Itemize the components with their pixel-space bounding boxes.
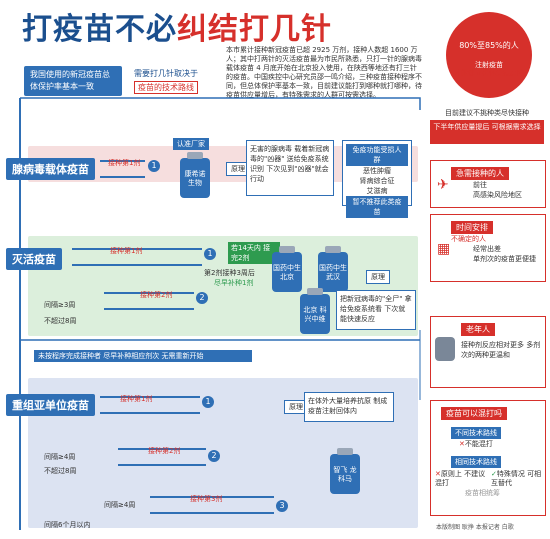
time-sub: 不确定的人	[451, 235, 486, 243]
percent-sub: 注射疫苗	[475, 61, 503, 69]
vial-sinopharm-wuhan: 国药中生 武汉	[318, 246, 348, 292]
dose-3-marker-recombinant: 3	[276, 500, 288, 512]
recombinant-dose2-label: 接种第2剂	[148, 447, 181, 455]
inactivated-green-note: 若14天内 接完2剂	[228, 242, 280, 264]
recombinant-dose1-label: 接种第1剂	[120, 395, 153, 403]
airplane-icon: ✈	[437, 177, 449, 193]
title-part1: 打疫苗不必	[22, 12, 177, 47]
title-part2: 纠结	[177, 12, 239, 47]
elder-text: 接种剂反应相对更多 多剂次的两种更温和	[461, 341, 541, 359]
adeno-dose-label: 接种第1剂	[108, 159, 141, 167]
mix-a1: ✕不能混打	[431, 439, 545, 449]
supply-box: 下半年供应量提后 可根据需求选择	[430, 120, 544, 144]
mix-title: 疫苗可以混打吗	[441, 407, 507, 420]
urgent-box: 急需接种的人 前往 高感染风险地区 ✈	[430, 160, 546, 208]
dose-1-marker-recombinant: 1	[202, 396, 214, 408]
cross-icon-2: ✕	[435, 470, 441, 478]
syringe-recombinant-2	[118, 448, 206, 466]
check-icon: ✓	[491, 470, 497, 478]
section-recombinant-title: 重组亚单位疫苗	[6, 394, 95, 416]
mix-box: 疫苗可以混打吗 不同技术路线 ✕不能混打 相同技术路线 ✕原则上 不建议混打 ✓…	[430, 400, 546, 516]
vial-zhifei: 智飞 龙科马	[330, 448, 360, 494]
summary-box: 我国使用的新冠疫苗总体保护率基本一致	[24, 66, 122, 96]
inactivated-catchup: 尽早补种1剂	[214, 279, 254, 287]
question-label: 需要打几针取决于	[134, 69, 198, 78]
section-adeno-title: 腺病毒载体疫苗	[6, 158, 95, 180]
recombinant-principle-text: 在体外大量培养抗原 制成疫苗注射回体内	[304, 392, 394, 422]
elder-avatar-icon	[435, 337, 455, 361]
inactivated-principle-text: 把新冠病毒的"全尸" 拿给免疫系统看 下次就能快速反应	[336, 290, 416, 330]
syringe-inactivated-1	[72, 248, 202, 266]
dose-1-marker-inactivated: 1	[204, 248, 216, 260]
calendar-icon: ▦	[437, 241, 451, 257]
mix-q1: 不同技术路线	[451, 427, 501, 439]
time-item-1: 经常出差	[473, 245, 501, 253]
inactivated-dose2-label: 接种第2剂	[140, 291, 173, 299]
exclude-item-3: 艾滋病	[366, 187, 388, 195]
cross-icon: ✕	[459, 440, 465, 448]
mix-a2-right: ✓特殊情况 可相互替代	[487, 468, 545, 488]
recombinant-interval1: 间隔≥4周	[44, 453, 76, 461]
elder-title: 老年人	[461, 323, 495, 336]
inactivated-interval2: 不超过8周	[44, 317, 77, 325]
mix-a1-text: 不能混打	[464, 440, 493, 448]
dose-2-marker-recombinant: 2	[208, 450, 220, 462]
syringe-recombinant-3	[150, 496, 274, 514]
suggest-text: 目前建议不挑种类尽快接种	[445, 109, 529, 117]
question-tag: 疫苗的技术路线	[134, 81, 198, 94]
page-title: 打疫苗不必纠结打几针	[22, 4, 332, 48]
time-box: 时间安排 不确定的人 经常出差 单剂次的疫苗更便捷 ▦	[430, 214, 546, 282]
urgent-item-1: 前往	[473, 181, 487, 189]
time-item-2: 单剂次的疫苗更便捷	[473, 255, 536, 263]
syringe-recombinant-1	[100, 396, 200, 414]
percent-text: 80%至85%的人	[459, 41, 519, 50]
elder-box: 老年人 接种剂反应相对更多 多剂次的两种更温和	[430, 316, 546, 388]
inactivated-dose1-label: 接种第1剂	[110, 247, 143, 255]
exclude-title: 免疫功能受损人群	[346, 144, 408, 166]
vial-sinovac: 北京 科兴中维	[300, 288, 330, 334]
mix-a2-left-text: 原则上 不建议混打	[435, 470, 486, 487]
exclude-note: 暂不推荐此类疫苗	[346, 196, 408, 218]
manufacturer-tag: 认准厂家	[173, 138, 209, 150]
adeno-principle-text: 无害的腺病毒 载着新冠病毒的"凶器" 送给免疫系统识别 下次见到"凶器"就会行动	[246, 140, 334, 196]
exclude-item-2: 肾病综合征	[359, 177, 395, 185]
inactivated-principle-label: 原理	[366, 270, 390, 284]
catchup-banner: 未按程序完成接种者 尽早补种相应剂次 无需重新开始	[34, 350, 252, 362]
syringe-inactivated-2	[104, 292, 194, 310]
dose-2-marker-inactivated: 2	[196, 292, 208, 304]
syringe-adeno	[100, 160, 145, 178]
intro-text: 本市累计接种新冠疫苗已超 2925 万剂，接种人数超 1600 万人；其中打两针…	[226, 46, 422, 99]
inactivated-dose2-timing: 第2剂接种3周后	[204, 269, 255, 277]
section-inactivated-title: 灭活疫苗	[6, 248, 62, 270]
recombinant-interval2: 不超过8周	[44, 467, 77, 475]
mix-a2-right-text: 特殊情况 可相互替代	[491, 470, 542, 487]
mix-note: 疫苗相统筹	[465, 489, 500, 497]
mix-q2: 相同技术路线	[451, 456, 501, 468]
urgent-title: 急需接种的人	[451, 167, 509, 180]
recombinant-dose3-label: 接种第3剂	[190, 495, 223, 503]
exclude-item-1: 恶性肿瘤	[363, 167, 391, 175]
adeno-exclude-box: 免疫功能受损人群 恶性肿瘤 肾病综合征 艾滋病 暂不推荐此类疫苗	[342, 140, 412, 218]
recombinant-interval3: 间隔≥4周	[104, 501, 136, 509]
recombinant-interval4: 间隔6个月以内	[44, 521, 91, 529]
urgent-item-2: 高感染风险地区	[473, 191, 522, 199]
title-part3: 打几针	[239, 12, 332, 47]
syringe-badge-icon	[446, 12, 532, 98]
mix-a2-left: ✕原则上 不建议混打	[431, 468, 487, 488]
inactivated-interval1: 间隔≥3周	[44, 301, 76, 309]
vial-sinopharm-beijing: 国药中生 北京	[272, 246, 302, 292]
barrier-text: 才能建立群体免疫屏障	[454, 69, 524, 77]
vial-cansino: 康希诺 生物	[180, 152, 210, 198]
time-title: 时间安排	[451, 221, 493, 234]
credit-line: 本版制图 耿挣 本报记者 白歌	[436, 524, 514, 531]
dose-1-marker: 1	[148, 160, 160, 172]
